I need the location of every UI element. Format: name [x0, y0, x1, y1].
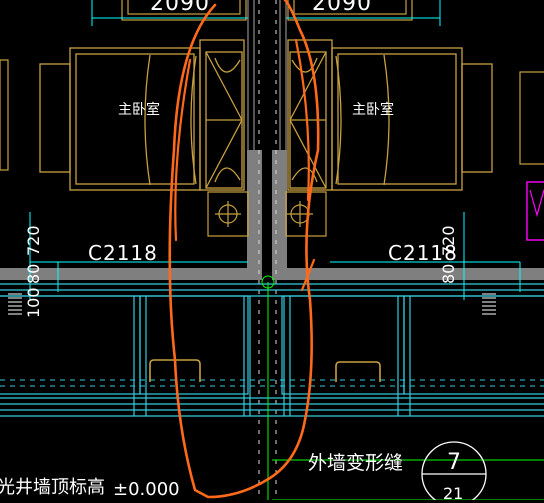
- top-dimension-frames: [121, 0, 413, 21]
- light-well-label: 光井墙顶标高: [0, 477, 105, 498]
- window-tag-right: C2118: [388, 241, 458, 265]
- vertical-dim-80-right: 80: [439, 263, 458, 284]
- bed-left: [39, 39, 245, 191]
- axis-lines: [261, 275, 544, 500]
- grid-bubble: [421, 441, 487, 500]
- expansion-joint-label: 外墙变形缝: [308, 452, 404, 474]
- vertical-dim-100-left: 100: [24, 287, 43, 318]
- grid-bubble-sub: 21: [443, 484, 464, 503]
- vent-symbols: [149, 359, 381, 382]
- dimension-label-right: 2090: [312, 0, 372, 16]
- room-label-left: 主卧室: [118, 102, 160, 118]
- vertical-dim-720-left: 720: [24, 225, 43, 256]
- top-dimension-lines: [91, 0, 441, 26]
- side-panel-right: [0, 59, 544, 241]
- vertical-dim-720-right: 720: [439, 225, 458, 256]
- lower-dashed: [0, 379, 544, 387]
- wall-hatches: [8, 293, 496, 315]
- dimension-label-left: 2090: [150, 0, 210, 16]
- room-label-right: 主卧室: [352, 102, 394, 118]
- markup-ellipse-inner: [174, 38, 316, 292]
- elevation-label: ±0.000: [113, 479, 180, 500]
- lower-structure: [0, 283, 544, 417]
- window-tag-left: C2118: [88, 241, 158, 265]
- window-dims: [29, 212, 521, 300]
- grid-bubble-number: 7: [447, 450, 461, 475]
- markup-ellipse: [168, 0, 320, 499]
- vertical-dim-80-left: 80: [24, 263, 43, 284]
